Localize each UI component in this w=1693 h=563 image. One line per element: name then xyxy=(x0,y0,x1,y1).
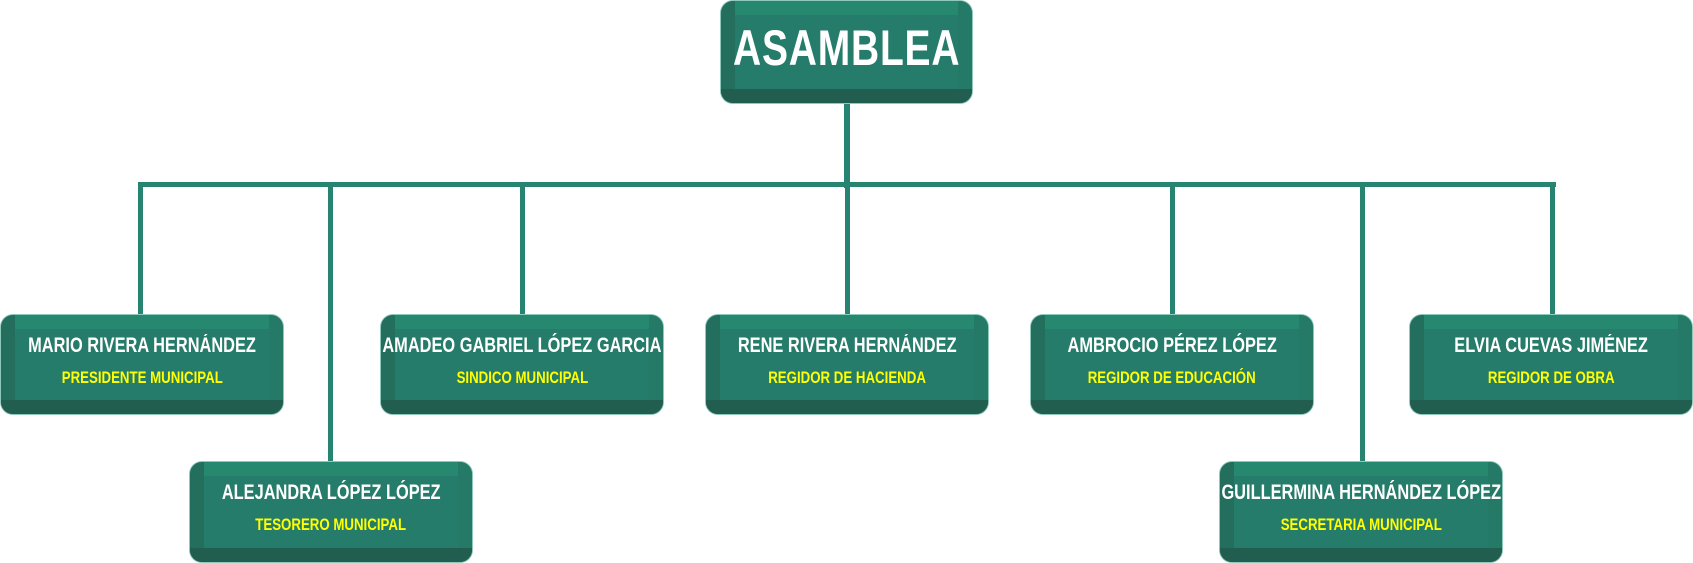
member-name: ALEJANDRA LÓPEZ LÓPEZ xyxy=(221,481,441,504)
connector-4 xyxy=(845,182,850,316)
member-box-obra: ELVIA CUEVAS JIMÉNEZ REGIDOR DE OBRA xyxy=(1410,315,1692,414)
connector-root xyxy=(844,100,850,188)
connector-5 xyxy=(1170,182,1175,316)
member-box-hacienda: RENE RIVERA HERNÁNDEZ REGIDOR DE HACIENDA xyxy=(706,315,988,414)
member-name: GUILLERMINA HERNÁNDEZ LÓPEZ xyxy=(1221,481,1501,504)
member-role: SINDICO MUNICIPAL xyxy=(456,367,588,387)
connector-6 xyxy=(1360,182,1365,463)
member-role: REGIDOR DE HACIENDA xyxy=(768,367,926,387)
connector-3 xyxy=(520,182,525,316)
member-box-sindico: AMADEO GABRIEL LÓPEZ GARCIA SINDICO MUNIC… xyxy=(381,315,663,414)
member-name: AMBROCIO PÉREZ LÓPEZ xyxy=(1067,333,1277,357)
member-name: MARIO RIVERA HERNÁNDEZ xyxy=(28,333,256,357)
member-role: REGIDOR DE EDUCACIÓN xyxy=(1088,367,1256,387)
root-box-asamblea: ASAMBLEA xyxy=(721,1,972,103)
member-name: RENE RIVERA HERNÁNDEZ xyxy=(737,333,957,357)
member-role: TESORERO MUNICIPAL xyxy=(255,515,407,534)
connector-7 xyxy=(1550,182,1555,316)
connector-1 xyxy=(138,182,143,316)
connector-2 xyxy=(328,182,333,463)
member-role: SECRETARIA MUNICIPAL xyxy=(1280,515,1442,534)
member-role: PRESIDENTE MUNICIPAL xyxy=(61,367,223,387)
member-box-tesorero: ALEJANDRA LÓPEZ LÓPEZ TESORERO MUNICIPAL xyxy=(190,462,472,562)
member-role: REGIDOR DE OBRA xyxy=(1487,367,1615,387)
member-box-presidente: MARIO RIVERA HERNÁNDEZ PRESIDENTE MUNICIP… xyxy=(1,315,283,414)
root-title: ASAMBLEA xyxy=(732,20,961,76)
member-name: AMADEO GABRIEL LÓPEZ GARCIA xyxy=(382,333,662,357)
member-box-secretaria: GUILLERMINA HERNÁNDEZ LÓPEZ SECRETARIA MU… xyxy=(1220,462,1502,562)
member-box-educacion: AMBROCIO PÉREZ LÓPEZ REGIDOR DE EDUCACIÓN xyxy=(1031,315,1313,414)
member-name: ELVIA CUEVAS JIMÉNEZ xyxy=(1454,333,1648,357)
